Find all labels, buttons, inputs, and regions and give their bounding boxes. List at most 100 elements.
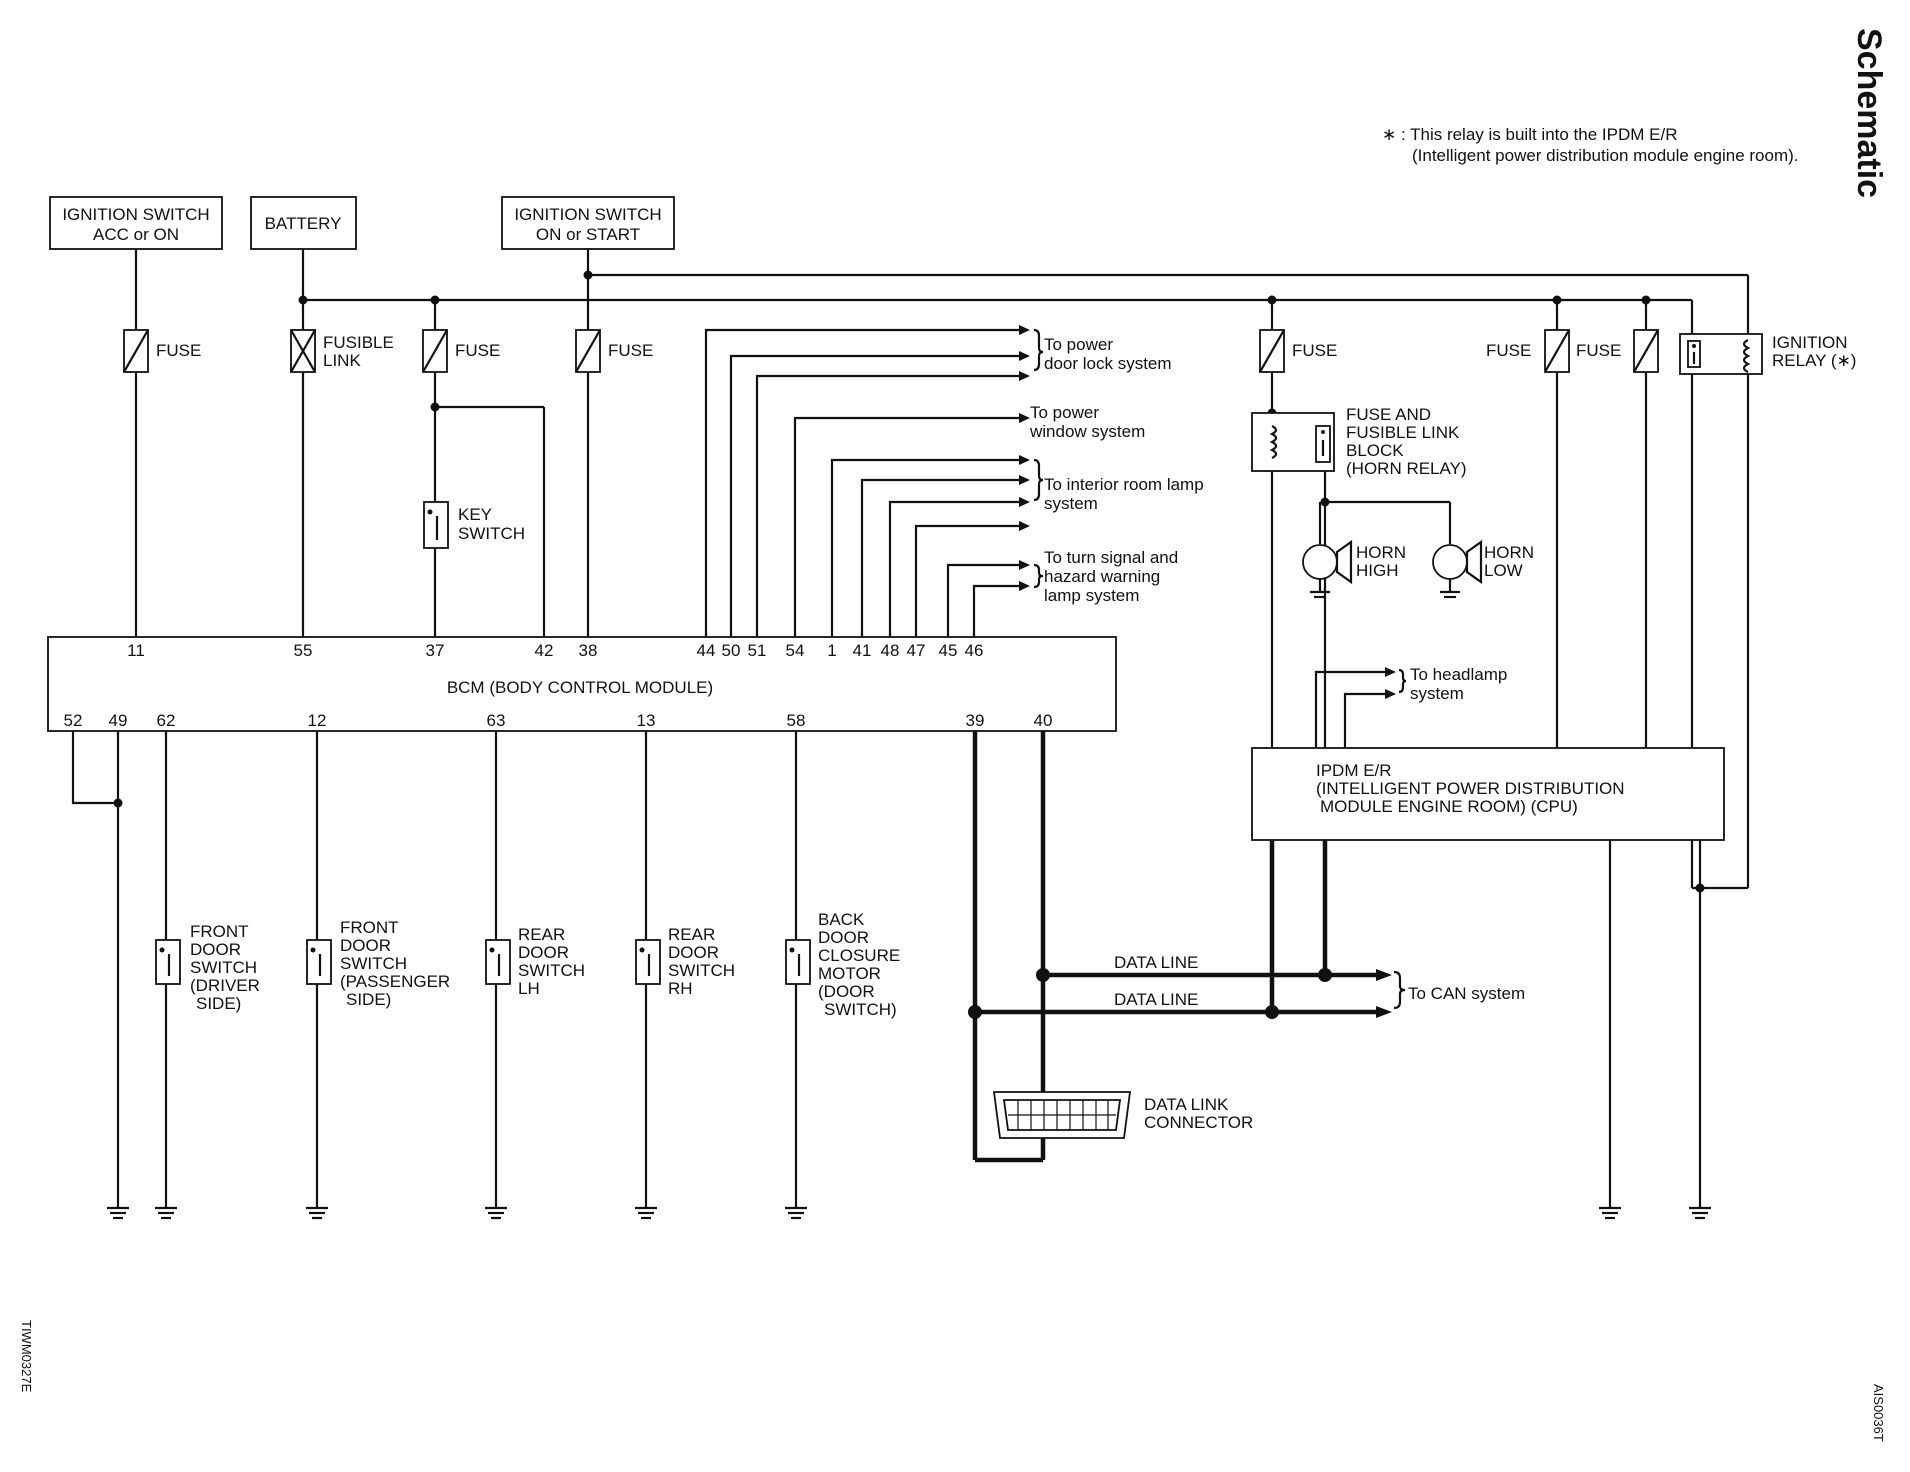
page-title: Schematic: [1850, 28, 1888, 198]
output-wires: [704, 328, 1020, 637]
fuse-label-3: FUSE: [608, 341, 653, 360]
turn-label-3: lamp system: [1044, 586, 1139, 605]
bcm-pin-55: 55: [294, 641, 313, 660]
bcm-module: BCM (BODY CONTROL MODULE) 11 55 37 42 38…: [47, 636, 1117, 732]
horn-high-label-2: HIGH: [1356, 561, 1399, 580]
bcm-pin-48: 48: [881, 641, 900, 660]
ignition-acc-label-1: IGNITION SWITCH: [62, 205, 209, 224]
rear-door-switch-rh: REAR DOOR SWITCH RH: [635, 925, 735, 998]
key-switch-label-2: SWITCH: [458, 524, 525, 543]
bcm-pin-40: 40: [1034, 711, 1053, 730]
back-door-label-1: BACK: [818, 910, 865, 929]
back-door-label-2: DOOR: [818, 928, 869, 947]
headlamp-wires: [1314, 667, 1407, 748]
horn-high-label-1: HORN: [1356, 543, 1406, 562]
fuse-key: FUSE: [422, 329, 500, 373]
front-passenger-label-3: SWITCH: [340, 954, 407, 973]
horn-low-label-2: LOW: [1484, 561, 1523, 580]
relay-note-line-1: ∗ : This relay is built into the IPDM E/…: [1382, 125, 1677, 144]
front-passenger-label-4: (PASSENGER: [340, 972, 450, 991]
fuse-label-1: FUSE: [156, 341, 201, 360]
ignition-relay: IGNITION RELAY (∗): [1679, 333, 1856, 375]
back-door-label-3: CLOSURE: [818, 946, 900, 965]
bcm-pin-37: 37: [426, 641, 445, 660]
front-driver-label-5: SIDE): [196, 994, 241, 1013]
fuse-ign-acc: FUSE: [123, 329, 201, 373]
bcm-pin-47: 47: [907, 641, 926, 660]
figure-code-left: TIWM0327E: [19, 1320, 34, 1393]
front-door-switch-driver: FRONT DOOR SWITCH (DRIVER SIDE): [155, 922, 260, 1013]
fuse-label-6: FUSE: [1576, 341, 1621, 360]
bcm-pin-13: 13: [637, 711, 656, 730]
ignition-start-label-2: ON or START: [536, 225, 640, 244]
data-link-connector: DATA LINK CONNECTOR: [992, 1091, 1253, 1139]
front-driver-label-1: FRONT: [190, 922, 249, 941]
bcm-pin-50: 50: [722, 641, 741, 660]
front-door-switch-passenger: FRONT DOOR SWITCH (PASSENGER SIDE): [306, 918, 450, 1009]
ipdm-lower-wires: [1269, 840, 1702, 1208]
ignition-switch-start-box: IGNITION SWITCH ON or START: [501, 196, 675, 250]
ignition-relay-label-2: RELAY (∗): [1772, 351, 1856, 370]
bcm-pin-54: 54: [786, 641, 805, 660]
window-label-1: To power: [1030, 403, 1099, 422]
headlamp-label-2: system: [1410, 684, 1464, 703]
rear-door-switch-lh: REAR DOOR SWITCH LH: [485, 925, 585, 998]
ipdm-label-3: MODULE ENGINE ROOM) (CPU): [1320, 797, 1578, 816]
back-door-closure-motor: BACK DOOR CLOSURE MOTOR (DOOR SWITCH): [785, 910, 900, 1019]
front-passenger-label-5: SIDE): [346, 990, 391, 1009]
rear-rh-label-4: RH: [668, 979, 693, 998]
relay-note-line-2: (Intelligent power distribution module e…: [1412, 146, 1798, 165]
ipdm-module: IPDM E/R (INTELLIGENT POWER DISTRIBUTION…: [1251, 747, 1725, 841]
bcm-pin-41: 41: [853, 641, 872, 660]
bcm-pin-52: 52: [64, 711, 83, 730]
front-driver-label-4: (DRIVER: [190, 976, 260, 995]
ipdm-label-1: IPDM E/R: [1316, 761, 1392, 780]
bcm-pin-49: 49: [109, 711, 128, 730]
rear-rh-label-1: REAR: [668, 925, 715, 944]
bcm-pin-58: 58: [787, 711, 806, 730]
front-driver-label-2: DOOR: [190, 940, 241, 959]
front-passenger-label-1: FRONT: [340, 918, 399, 937]
dlc-label-1: DATA LINK: [1144, 1095, 1229, 1114]
ignition-acc-label-2: ACC or ON: [93, 225, 179, 244]
door-lock-label-1: To power: [1044, 335, 1113, 354]
fuse-ipdm-2: FUSE: [1576, 329, 1659, 373]
fuse-horn: FUSE: [1259, 329, 1337, 373]
dlc-label-2: CONNECTOR: [1144, 1113, 1253, 1132]
horn-relay-block: FUSE AND FUSIBLE LINK BLOCK (HORN RELAY): [1251, 405, 1467, 478]
can-data-lines: [968, 731, 1406, 1163]
power-wires: [134, 249, 1750, 890]
bcm-pin-38: 38: [579, 641, 598, 660]
horn-block-label-4: (HORN RELAY): [1346, 459, 1467, 478]
horn-block-label-2: FUSIBLE LINK: [1346, 423, 1460, 442]
interior-label-2: system: [1044, 494, 1098, 513]
bcm-pin-42: 42: [535, 641, 554, 660]
horn-wires: [1318, 471, 1452, 748]
headlamp-label-1: To headlamp: [1410, 665, 1507, 684]
fuse-ign-start: FUSE: [575, 329, 653, 373]
rear-lh-label-1: REAR: [518, 925, 565, 944]
back-door-label-5: (DOOR: [818, 982, 875, 1001]
bcm-pin-51: 51: [748, 641, 767, 660]
horn-block-label-1: FUSE AND: [1346, 405, 1431, 424]
fusible-link-label-1: FUSIBLE: [323, 333, 394, 352]
rear-lh-label-2: DOOR: [518, 943, 569, 962]
bcm-lower-wires: [71, 731, 798, 1208]
front-driver-label-3: SWITCH: [190, 958, 257, 977]
bcm-pin-39: 39: [966, 711, 985, 730]
battery-box: BATTERY: [250, 196, 357, 250]
turn-label-1: To turn signal and: [1044, 548, 1178, 567]
rear-rh-label-2: DOOR: [668, 943, 719, 962]
horn-high: HORN HIGH: [1302, 539, 1406, 599]
window-label-2: window system: [1029, 422, 1145, 441]
back-door-label-4: MOTOR: [818, 964, 881, 983]
bcm-pin-12: 12: [308, 711, 327, 730]
front-passenger-label-2: DOOR: [340, 936, 391, 955]
back-door-label-6: SWITCH): [824, 1000, 897, 1019]
bcm-pin-62: 62: [157, 711, 176, 730]
horn-low: HORN LOW: [1432, 539, 1534, 599]
output-braces: [1033, 328, 1044, 589]
interior-label-1: To interior room lamp: [1044, 475, 1204, 494]
bcm-pin-44: 44: [697, 641, 716, 660]
